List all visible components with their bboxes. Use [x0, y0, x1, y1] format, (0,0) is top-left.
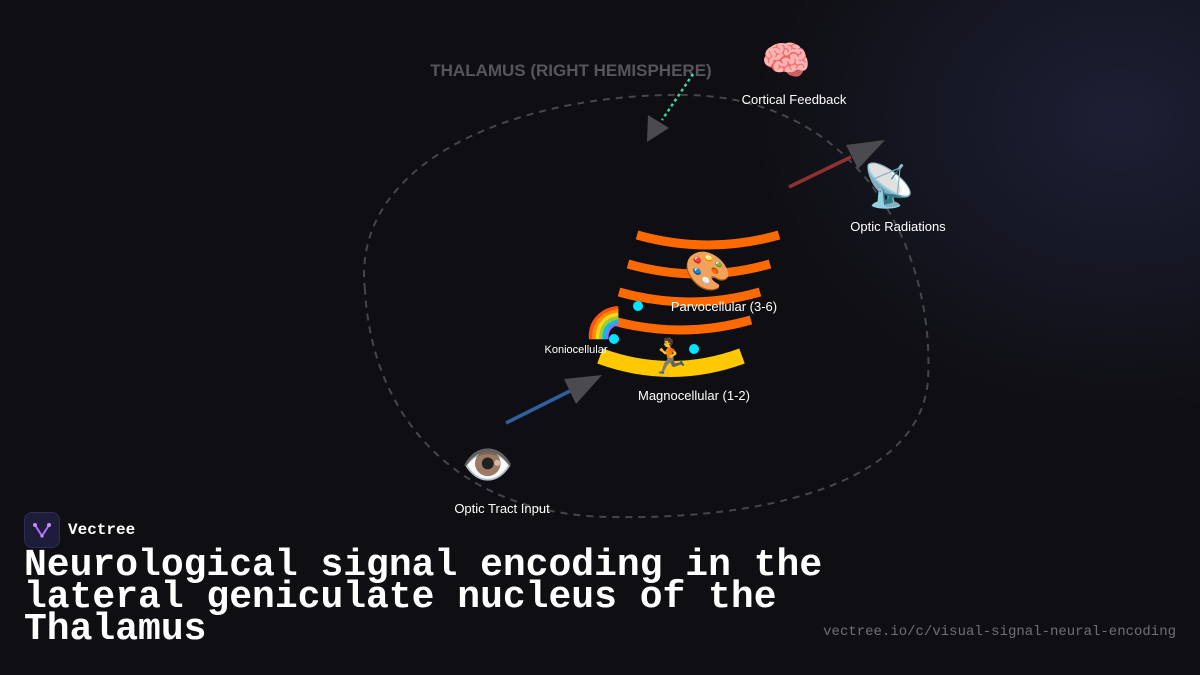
- rainbow-icon: 🌈: [585, 304, 622, 340]
- input-arrow: [505, 389, 571, 425]
- parvocellular-layer-5: [626, 259, 772, 279]
- palette-icon: 🎨: [684, 248, 731, 293]
- output-arrow: [788, 155, 852, 189]
- parvocellular-label: Parvocellular (3-6): [671, 299, 777, 314]
- koniocellular-dot: [609, 334, 619, 344]
- satellite-dish-icon: 📡: [863, 159, 915, 210]
- parvocellular-layer-6: [635, 230, 781, 250]
- brain-icon: 🧠: [761, 39, 811, 83]
- optic-radiations-label: Optic Radiations: [850, 219, 946, 234]
- parvocellular-layer-3: [608, 315, 753, 335]
- feedback-arrow: [660, 73, 695, 121]
- brand-name: Vectree: [68, 521, 136, 539]
- eye-icon: 👁️: [462, 441, 514, 488]
- output-arrow-head: [846, 140, 885, 169]
- page-title: Neurological signal encoding in the late…: [24, 544, 823, 651]
- koniocellular-label: Koniocellular: [545, 344, 608, 356]
- input-arrow-head: [564, 375, 602, 404]
- koniocellular-dot: [633, 301, 643, 311]
- brand: Vectree: [24, 512, 135, 548]
- magnocellular-layer: [597, 348, 745, 377]
- region-label: THALAMUS (RIGHT HEMISPHERE): [430, 61, 711, 80]
- vectree-logo-icon: [24, 512, 60, 548]
- optic-tract-label: Optic Tract Input: [454, 501, 550, 516]
- cortical-feedback-label: Cortical Feedback: [742, 92, 847, 107]
- running-person-icon: 🏃: [649, 337, 691, 376]
- magnocellular-label: Magnocellular (1-2): [638, 388, 750, 403]
- thalamus-outline: [363, 93, 930, 519]
- feedback-arrow-head: [647, 115, 669, 142]
- parvocellular-layer-4: [617, 287, 762, 307]
- koniocellular-dot: [689, 344, 699, 354]
- page-url: vectree.io/c/visual-signal-neural-encodi…: [823, 624, 1176, 640]
